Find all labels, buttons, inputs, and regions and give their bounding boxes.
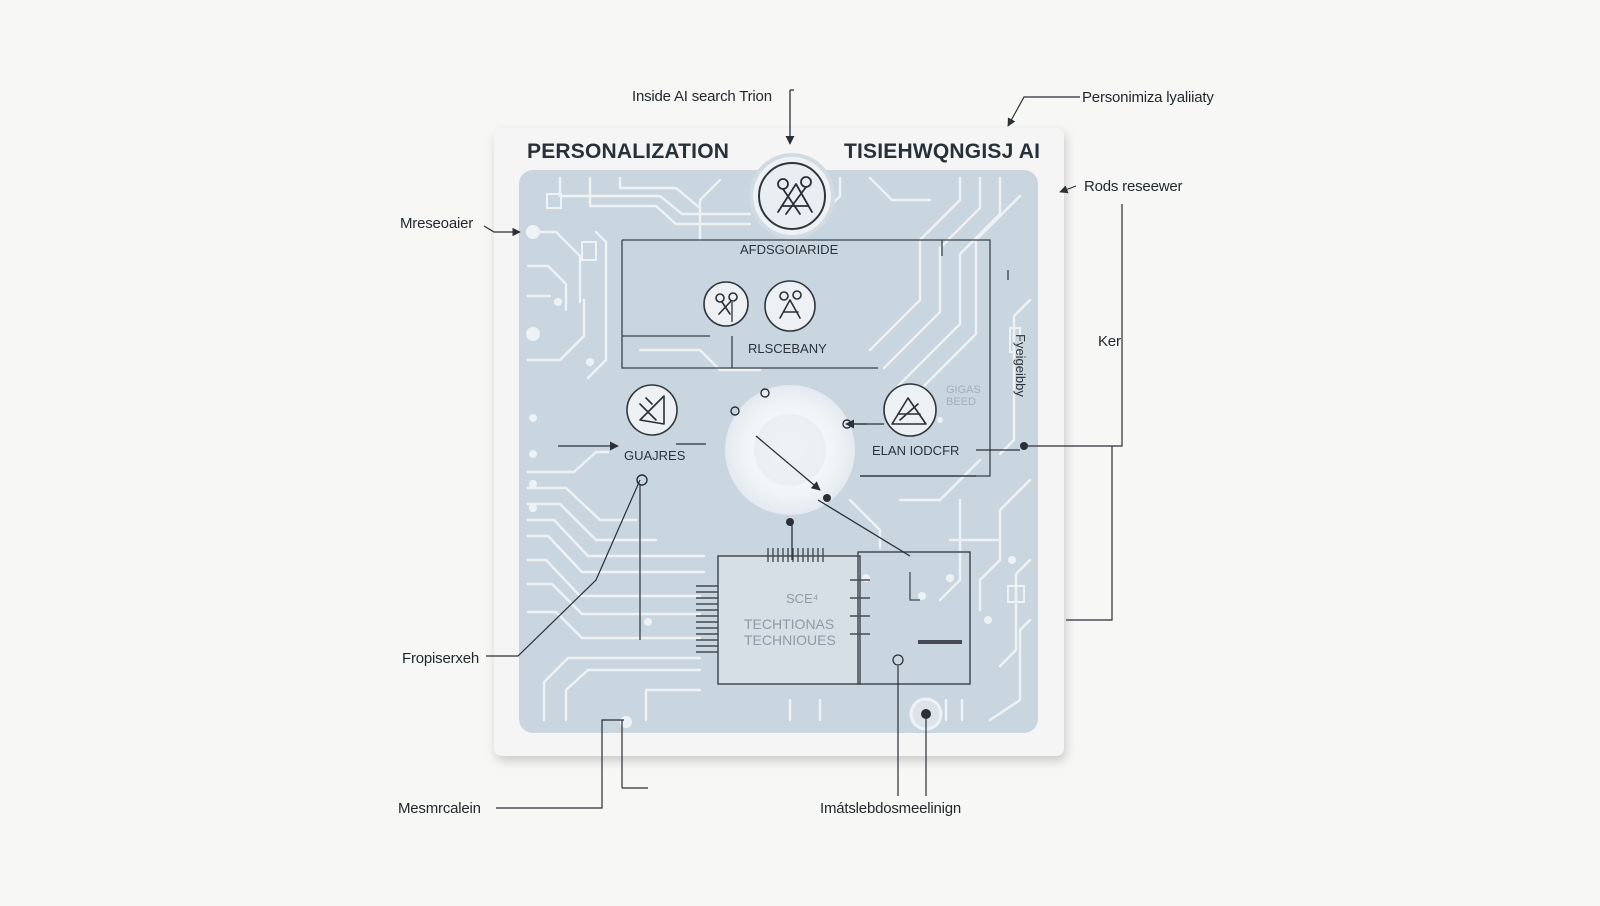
- board-squares: [546, 193, 1025, 603]
- chip-line-2: TECHNIOUES: [744, 632, 836, 648]
- research-label: RLSCEBANY: [748, 341, 827, 356]
- pencil-ruler-icon: [639, 395, 665, 425]
- research-node-a: [703, 281, 749, 327]
- left-node-label: GUAJRES: [624, 448, 686, 463]
- right-node-label: ELAN IODCFR: [872, 443, 960, 458]
- connector-rings: [636, 388, 852, 486]
- processor-chip: [696, 548, 971, 685]
- hub-core: [754, 414, 826, 486]
- right-node-faint-label: GIGAS BEED: [946, 384, 981, 408]
- callout-right-mid: Ker: [1098, 333, 1121, 350]
- card-title-left: PERSONALIZATION: [527, 140, 730, 163]
- chip-code: SCE⁴: [786, 591, 819, 606]
- callout-left-upper: Mreseoaier: [400, 215, 474, 232]
- tools-icon: [777, 176, 813, 215]
- chip-line-1: TECHTIONAS: [744, 616, 835, 632]
- vertical-board-label: Fyeigeibby: [1013, 334, 1028, 397]
- card-title-right: TISIEHWQNGISJ AI: [844, 140, 1041, 163]
- top-hub-node: [749, 153, 835, 239]
- left-node: [626, 384, 678, 436]
- callout-top-center: Inside AI search Trion: [632, 88, 772, 105]
- callout-right-upper: Rods reseewer: [1084, 178, 1183, 195]
- connector-dots: [786, 442, 1028, 526]
- research-node-b: [764, 280, 816, 332]
- callout-lines: [483, 96, 1123, 809]
- top-hub-label: AFDSGOIARIDE: [740, 242, 839, 257]
- connectors: [558, 89, 1020, 560]
- callout-left-lower: Fropiserxeh: [402, 650, 479, 667]
- triangle-tools-icon: [891, 397, 927, 425]
- compass-icon: [779, 290, 802, 319]
- board-pads: [526, 225, 1016, 728]
- callout-top-right: Personimiza lyaliiaty: [1082, 89, 1214, 106]
- magnifier-icon: [715, 292, 738, 315]
- callout-bottom-center: Imátslebdosmeelinign: [820, 800, 962, 817]
- callout-bottom-left: Mesmrcalein: [398, 800, 481, 817]
- right-node: [883, 383, 937, 437]
